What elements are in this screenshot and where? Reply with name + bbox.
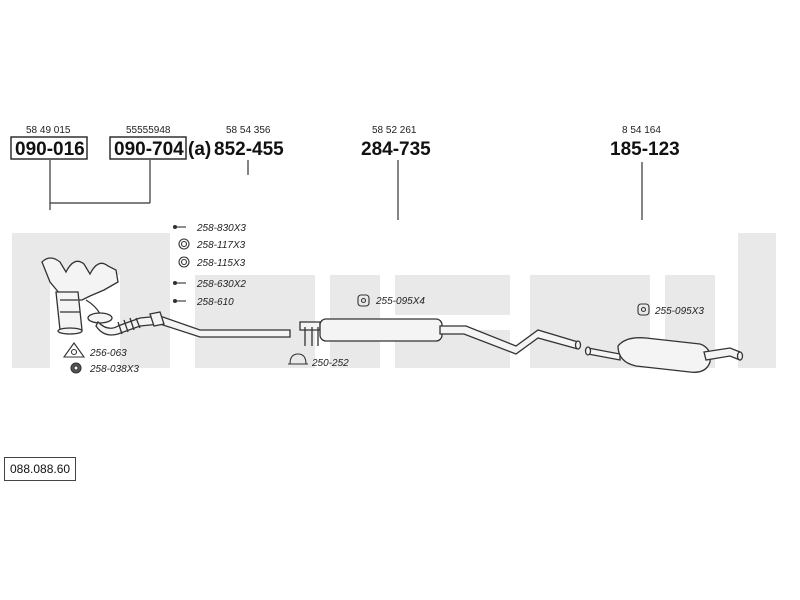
svg-text:58 54 356: 58 54 356 — [226, 125, 271, 136]
exhaust-manifold[interactable] — [41, 257, 119, 335]
svg-text:852-455: 852-455 — [214, 139, 284, 160]
rubber-mount-icon — [357, 294, 370, 307]
accessory-label[interactable]: 258-038X3 — [89, 364, 139, 375]
bolt-icon — [172, 298, 186, 304]
accessory-label[interactable]: 258-115X3 — [196, 258, 246, 269]
accessory-label[interactable]: 258-117X3 — [196, 240, 246, 251]
middle-silencer[interactable] — [299, 318, 582, 355]
svg-text:58 52 261: 58 52 261 — [372, 125, 417, 136]
nut-icon — [70, 362, 82, 374]
part-label-4[interactable]: 58 52 261 284-735 — [361, 125, 431, 160]
front-pipe[interactable] — [87, 311, 291, 338]
svg-text:185-123: 185-123 — [610, 139, 680, 160]
part-label-5[interactable]: 8 54 164 185-123 — [610, 125, 680, 160]
accessory-label[interactable]: 255-095X4 — [375, 296, 425, 307]
rear-silencer[interactable] — [584, 337, 744, 373]
accessory-label[interactable]: 258-630X2 — [196, 279, 246, 290]
svg-text:55555948: 55555948 — [126, 125, 171, 136]
svg-text:284-735: 284-735 — [361, 139, 431, 160]
ring-gasket-icon — [178, 256, 190, 268]
bolt-icon — [172, 224, 186, 230]
svg-text:58 49 015: 58 49 015 — [26, 125, 71, 136]
svg-text:090-016: 090-016 — [15, 139, 85, 160]
part-label-3[interactable]: 58 54 356 852-455 — [214, 125, 284, 160]
part-label-2[interactable]: 55555948 090-704 (a) — [109, 125, 211, 160]
leader-lines — [49, 160, 643, 220]
bolt-icon — [172, 280, 186, 286]
ring-gasket-icon — [178, 238, 190, 250]
svg-text:(a): (a) — [188, 139, 211, 160]
clamp-icon — [288, 353, 308, 365]
accessory-label[interactable]: 258-610 — [196, 297, 234, 308]
svg-text:090-704: 090-704 — [114, 139, 184, 160]
accessory-label[interactable]: 258-830X3 — [196, 223, 246, 234]
triangle-gasket-icon — [62, 342, 86, 358]
rubber-mount-icon — [637, 303, 650, 316]
diagram-code-label: 088.088.60 — [4, 457, 77, 481]
svg-text:8 54 164: 8 54 164 — [622, 125, 661, 136]
accessory-label[interactable]: 255-095X3 — [654, 306, 704, 317]
part-label-1[interactable]: 58 49 015 090-016 — [10, 125, 88, 160]
accessory-labels: 258-830X3 258-117X3 258-115X3 258-630X2 … — [89, 223, 704, 375]
accessory-label[interactable]: 250-252 — [311, 358, 349, 369]
accessory-label[interactable]: 256-063 — [89, 348, 127, 359]
